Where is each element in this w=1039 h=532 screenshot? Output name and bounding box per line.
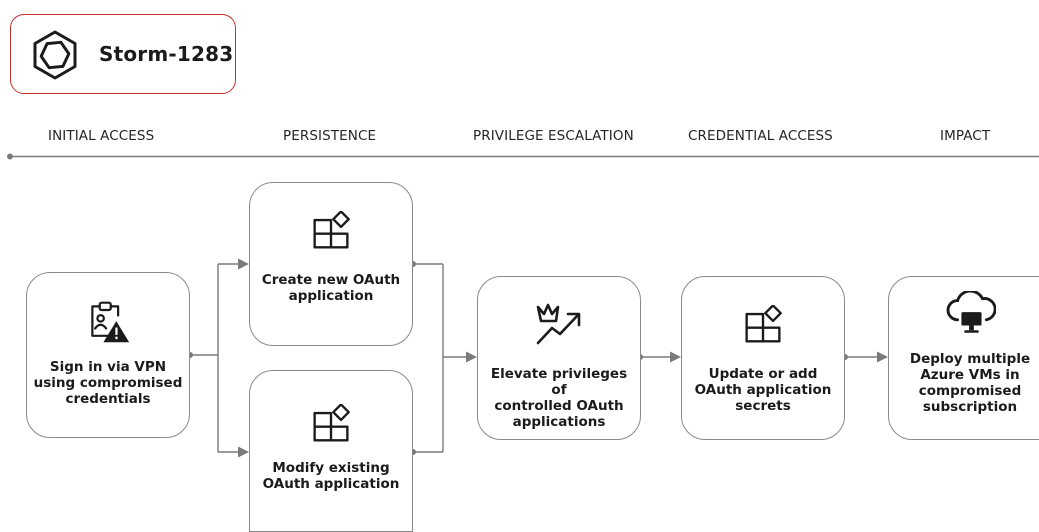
step-create-label: Create new OAuth application xyxy=(254,272,408,304)
step-modify-line2: OAuth application xyxy=(262,476,400,492)
app-grid-icon xyxy=(313,404,350,442)
step-deploy-line4: subscription xyxy=(922,399,1018,415)
step-create-line2: application xyxy=(288,288,374,304)
timeline-line xyxy=(7,153,1039,160)
phase-credential-access: CREDENTIAL ACCESS xyxy=(688,128,833,144)
step-deploy-vms: Deploy multiple Azure VMs in compromised… xyxy=(888,276,1039,440)
actor-name: Storm-1283 xyxy=(99,42,234,66)
crown-trend-icon xyxy=(536,303,581,345)
step-create-line1: Create new OAuth xyxy=(261,272,401,288)
step-sign-in-label: Sign in via VPN using compromised creden… xyxy=(31,359,185,407)
step-deploy-line3: compromised xyxy=(918,383,1022,399)
step-sign-in-line2: using compromised xyxy=(33,375,183,391)
step-update-secrets: Update or add OAuth application secrets xyxy=(681,276,845,440)
step-modify-label: Modify existing OAuth application xyxy=(254,460,408,492)
step-sign-in-line1: Sign in via VPN xyxy=(49,359,167,375)
badge-warning-icon xyxy=(91,301,130,343)
step-update-line3: secrets xyxy=(735,398,791,414)
step-modify-oauth-app: Modify existing OAuth application xyxy=(249,370,413,532)
step-deploy-line1: Deploy multiple xyxy=(909,351,1031,367)
app-grid-icon xyxy=(313,211,350,249)
phase-persistence: PERSISTENCE xyxy=(283,128,377,144)
step-create-oauth-app: Create new OAuth application xyxy=(249,182,413,346)
step-deploy-label: Deploy multiple Azure VMs in compromised… xyxy=(893,351,1039,415)
step-update-label: Update or add OAuth application secrets xyxy=(686,366,840,414)
cloud-monitor-icon xyxy=(946,291,996,333)
step-elevate-line2: controlled OAuth xyxy=(494,398,624,414)
step-update-line1: Update or add xyxy=(708,366,818,382)
step-deploy-line2: Azure VMs in xyxy=(920,367,1020,383)
step-elevate-label: Elevate privileges of controlled OAuth a… xyxy=(482,366,636,430)
phase-initial-access: INITIAL ACCESS xyxy=(48,128,155,144)
step-elevate-line1: Elevate privileges of xyxy=(490,366,628,398)
step-update-line2: OAuth application xyxy=(694,382,832,398)
actor-badge: Storm-1283 xyxy=(10,14,236,94)
step-elevate-line3: applications xyxy=(512,414,606,430)
step-elevate-privileges: Elevate privileges of controlled OAuth a… xyxy=(477,276,641,440)
phase-impact: IMPACT xyxy=(940,128,991,144)
step-modify-line1: Modify existing xyxy=(272,460,390,476)
app-grid-icon xyxy=(745,305,782,343)
step-sign-in-line3: credentials xyxy=(65,391,151,407)
phase-privilege-escalation: PRIVILEGE ESCALATION xyxy=(473,128,634,144)
step-sign-in-vpn: Sign in via VPN using compromised creden… xyxy=(26,272,190,438)
hexagon-actor-icon xyxy=(33,30,77,80)
